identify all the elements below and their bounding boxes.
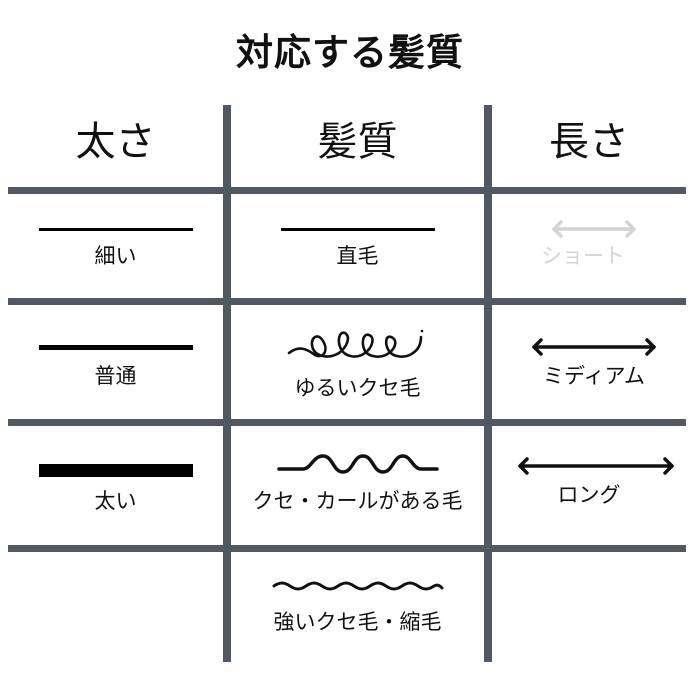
cell-label: クセ・カールがある毛 bbox=[252, 489, 463, 513]
cell-length-long: ロング bbox=[492, 426, 686, 545]
cell-label: 強いクセ毛・縮毛 bbox=[273, 610, 442, 634]
cell-label: 普通 bbox=[94, 364, 137, 388]
column-header-length: 長さ bbox=[549, 119, 629, 165]
grid-divider-vertical-1 bbox=[223, 105, 231, 662]
medium-line-icon bbox=[38, 345, 193, 350]
loose-curl-icon bbox=[287, 329, 423, 358]
grid-divider-horizontal-2 bbox=[8, 419, 686, 426]
cell-thickness-thin: 細い bbox=[8, 194, 223, 298]
cell-label: 細い bbox=[94, 244, 137, 268]
cell-length-medium: ミディアム bbox=[492, 305, 686, 419]
cell-label: ミディアム bbox=[542, 364, 646, 388]
column-header-thickness: 太さ bbox=[75, 119, 156, 165]
cell-hair-type-loose-curl: ゆるいクセ毛 bbox=[231, 305, 484, 419]
grid-divider-vertical-2 bbox=[484, 105, 492, 662]
tight-wave-icon bbox=[272, 581, 443, 591]
grid-divider-horizontal-1 bbox=[8, 298, 686, 305]
cell-label: 直毛 bbox=[336, 244, 379, 268]
cell-hair-type-tight-wave: 強いクセ毛・縮毛 bbox=[231, 552, 484, 662]
cell-hair-type-wave: クセ・カールがある毛 bbox=[231, 426, 484, 545]
grid-divider-horizontal-3 bbox=[8, 545, 686, 552]
cell-label: 太い bbox=[94, 489, 137, 513]
cell-thickness-thick: 太い bbox=[8, 426, 223, 545]
column-header-hair-type: 髪質 bbox=[317, 119, 398, 165]
wave-icon bbox=[276, 454, 439, 474]
long-double-arrow-icon bbox=[518, 457, 674, 475]
page-title: 対応する髪質 bbox=[236, 31, 464, 74]
grid-divider-horizontal-header bbox=[8, 187, 686, 194]
cell-thickness-medium: 普通 bbox=[8, 305, 223, 419]
cell-hair-type-straight: 直毛 bbox=[231, 194, 484, 298]
cell-label: ロング bbox=[557, 483, 621, 507]
thin-line-icon bbox=[38, 228, 193, 231]
cell-length-short: ショート bbox=[492, 194, 686, 298]
straight-line-icon bbox=[280, 228, 435, 231]
cell-thickness-empty bbox=[8, 552, 223, 662]
cell-length-empty bbox=[492, 552, 686, 662]
short-double-arrow-icon bbox=[552, 220, 636, 238]
thick-line-icon bbox=[38, 464, 193, 477]
cell-label: ゆるいクセ毛 bbox=[294, 376, 421, 400]
medium-double-arrow-icon bbox=[532, 338, 656, 356]
cell-label: ショート bbox=[541, 244, 625, 268]
